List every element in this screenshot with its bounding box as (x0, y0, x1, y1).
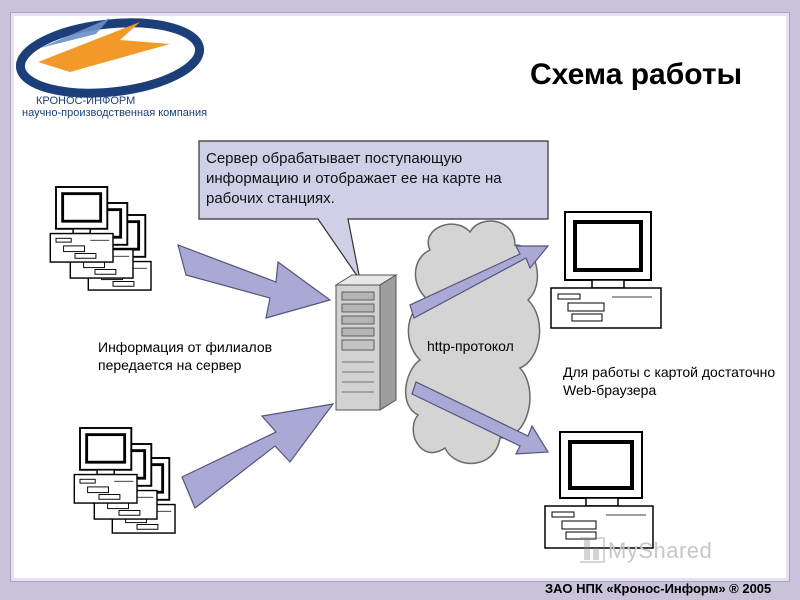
client-workstation-top (550, 211, 662, 329)
company-name-line1: КРОНОС-ИНФОРМ (36, 95, 136, 107)
arrow-lower-to-server (181, 403, 335, 509)
company-name-line2: научно-производственная компания (22, 107, 208, 119)
arrow-to-client-bottom (411, 381, 550, 455)
branch-workstations-top (48, 185, 153, 292)
watermark-icon (580, 537, 605, 563)
company-name: КРОНОС-ИНФОРМ научно-производственная ко… (22, 95, 207, 119)
arrow-upper-to-server (177, 244, 332, 319)
client-workstation-bottom (544, 431, 654, 549)
callout-bubble (198, 140, 549, 281)
branch-workstations-bottom (72, 426, 177, 535)
branch-info-label: Информация от филиалов передается на сер… (98, 339, 273, 373)
page-title: Схема работы (530, 58, 743, 91)
protocol-label: http-протокол (427, 338, 514, 354)
watermark-text: MyShared (608, 538, 713, 563)
footer-copyright: ЗАО НПК «Кронос-Информ» ® 2005 (545, 581, 772, 596)
company-logo (15, 18, 205, 98)
client-info-label: Для работы с картой достаточно Web-брауз… (563, 364, 776, 398)
callout-text: Сервер обрабатывает поступающую информац… (206, 150, 502, 207)
arrow-to-client-top (409, 245, 550, 319)
server-icon (334, 274, 398, 411)
